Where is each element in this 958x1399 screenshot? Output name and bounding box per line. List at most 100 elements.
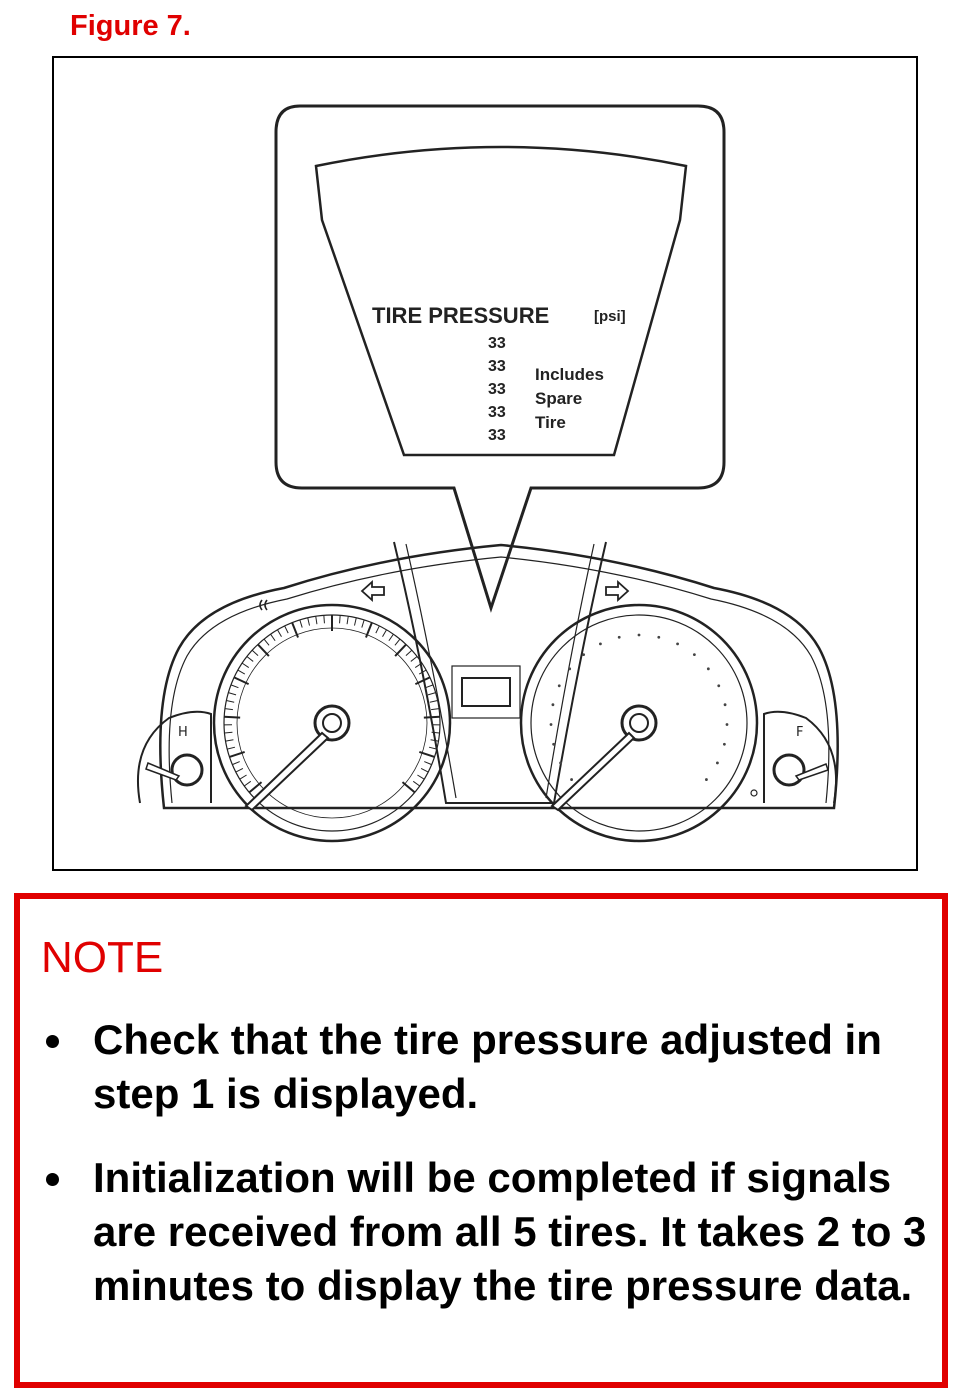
gauge-dot	[705, 778, 708, 781]
gauge-tick	[251, 649, 259, 657]
gauge-tick	[405, 649, 413, 657]
gauge-tick	[427, 692, 436, 696]
gauge-dot	[692, 653, 696, 657]
pressure-value: 33	[488, 335, 506, 352]
gauge-tick	[224, 715, 241, 719]
gauge-tick	[382, 629, 387, 637]
note-box: NOTE Check that the tire pressure adjust…	[14, 893, 948, 1388]
gauge-tick	[224, 731, 233, 734]
gauge-dot	[557, 684, 561, 688]
pressure-value: 33	[488, 358, 506, 375]
note-item-text: Check that the tire pressure adjusted in…	[93, 1016, 882, 1117]
gauge-tick	[429, 700, 438, 703]
center-panel	[393, 541, 607, 804]
gauge-dot	[657, 635, 661, 639]
pressure-value: 33	[488, 427, 506, 444]
gauge-dot	[637, 633, 641, 637]
tachometer-gauge	[212, 603, 452, 843]
figure-title: Figure 7.	[70, 10, 191, 42]
gauge-tick	[365, 622, 373, 638]
instrument-cluster-illustration: TIRE PRESSURE [psi] 33 33 33 33 33 Inclu…	[136, 104, 839, 843]
gauge-tick	[346, 616, 349, 625]
left-turn-arrow-icon	[360, 579, 385, 603]
pressure-value: 33	[488, 381, 506, 398]
gauge-tick	[401, 781, 416, 794]
gauge-tick	[394, 638, 401, 646]
bullet-icon	[46, 1035, 59, 1048]
note-list: Check that the tire pressure adjusted in…	[40, 1013, 930, 1343]
gauge-tick	[228, 692, 237, 696]
gauge-tick	[270, 633, 276, 642]
gauge-tick	[227, 746, 236, 750]
gauge-tick	[263, 638, 270, 646]
gauge-tick	[419, 750, 435, 758]
gauge-tick	[233, 676, 250, 686]
gauge-tick	[430, 739, 439, 742]
gauge-tick	[418, 669, 427, 675]
gauge-dot	[725, 723, 729, 726]
gauge-tick	[414, 662, 423, 668]
gauge-tick	[431, 731, 440, 734]
figure-frame: TIRE PRESSURE [psi] 33 33 33 33 33 Inclu…	[52, 56, 918, 871]
speedometer-gauge	[519, 603, 759, 843]
gauge-tick	[414, 676, 431, 686]
gauge-dot	[723, 703, 727, 707]
gauge-tick	[361, 619, 365, 628]
gauge-tick	[257, 643, 270, 657]
gauge-tick	[354, 617, 357, 626]
gauge-tick	[232, 761, 240, 766]
gauge-tick	[241, 662, 250, 668]
right-turn-arrow-icon	[605, 579, 630, 603]
gauge-tick	[375, 625, 380, 634]
gauge-tick	[307, 617, 310, 626]
gauge-tick	[226, 700, 235, 703]
gauge-tick	[225, 739, 234, 742]
gauge-tick	[291, 622, 299, 638]
gauge-tick	[237, 669, 246, 675]
gauge-dot	[568, 667, 572, 671]
gauge-tick	[235, 767, 244, 773]
display-screen	[314, 145, 688, 457]
display-heading: TIRE PRESSURE	[372, 303, 549, 328]
gauge-tick	[284, 625, 289, 634]
display-unit: [psi]	[594, 308, 626, 325]
gauge-tick	[412, 780, 421, 787]
gauge-dot	[599, 642, 602, 646]
gauge-tick	[239, 774, 247, 780]
speedometer-needle	[550, 731, 636, 812]
gauge-tick	[428, 746, 437, 750]
gauge-tick	[394, 643, 407, 657]
gauge-dot	[549, 723, 553, 726]
temp-high-label: H	[178, 725, 188, 740]
gauge-tick	[230, 684, 239, 689]
gauge-dot	[617, 635, 621, 639]
cluster-housing-inner	[168, 556, 830, 804]
gauge-dot	[716, 761, 719, 765]
tachometer-needle	[244, 731, 330, 812]
gauge-dot	[676, 642, 679, 646]
gauge-tick	[248, 781, 263, 794]
gauge-dot	[551, 703, 555, 707]
gauge-tick	[246, 656, 254, 662]
gauge-tick	[388, 633, 394, 642]
note-heading: NOTE	[41, 933, 164, 982]
gauge-tick	[420, 767, 429, 773]
gauge-tick	[424, 761, 432, 766]
gauge-tick	[229, 750, 245, 758]
gauge-tick	[339, 615, 341, 624]
gauge-tick	[277, 629, 282, 637]
pressure-value: 33	[488, 404, 506, 421]
gauge-dot	[722, 742, 726, 746]
gauge-dot	[570, 778, 573, 781]
gauge-tick	[410, 656, 418, 662]
bullet-icon	[46, 1173, 59, 1186]
gauge-tick	[417, 774, 425, 780]
gauge-tick	[425, 684, 434, 689]
gauge-tick	[224, 708, 233, 711]
gauge-dot	[582, 653, 586, 657]
note-item-text: Initialization will be completed if sign…	[93, 1154, 927, 1309]
cluster-housing	[159, 543, 839, 810]
gauge-tick	[299, 619, 303, 628]
gauge-tick	[423, 715, 440, 719]
gauge-tick	[323, 615, 325, 624]
